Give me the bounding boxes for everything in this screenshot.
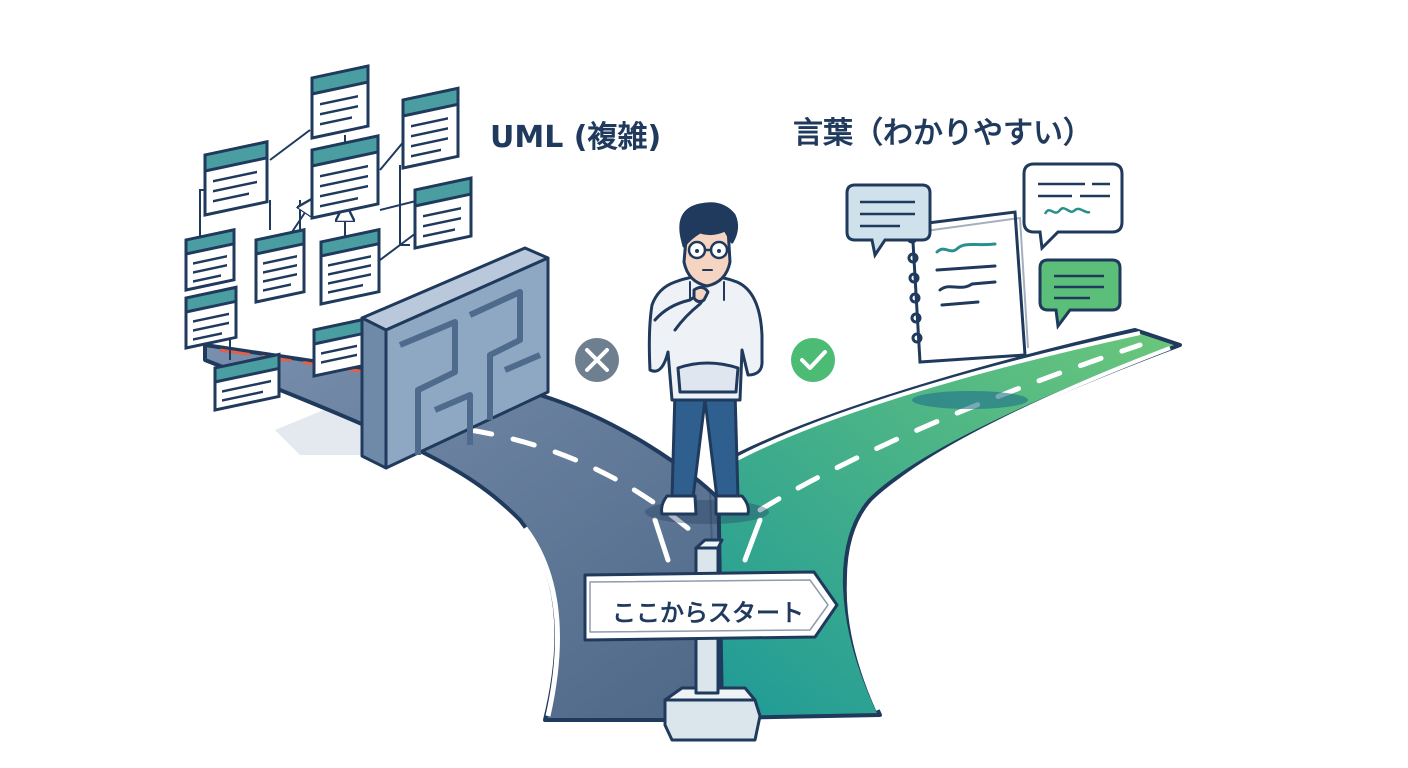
signpost: [583, 538, 839, 742]
words-label: 言葉（わかりやすい）: [793, 116, 1093, 151]
center-dashes: [652, 517, 763, 563]
uml-card: [254, 227, 306, 304]
check-circle-icon: [791, 338, 835, 382]
uml-card: [310, 64, 370, 140]
uml-card: [184, 285, 238, 350]
speech-bubble-icon: [845, 183, 932, 259]
person-figure: [645, 202, 769, 524]
uml-card: [310, 134, 380, 220]
uml-card: [203, 140, 269, 217]
notebook-shadow: [912, 391, 1028, 409]
uml-card: [319, 227, 381, 306]
uml-card: [413, 176, 473, 250]
maze-wall: [360, 246, 550, 470]
uml-card: [184, 227, 236, 292]
notebook-icon: [906, 210, 1029, 364]
speech-bubble-icon: [1038, 258, 1122, 330]
uml-label: UML (複雑): [490, 120, 662, 155]
uml-card: [401, 86, 460, 170]
uml-card: [213, 352, 281, 412]
speech-bubble-icon: [1022, 162, 1124, 252]
sign-text: ここからスタート: [612, 598, 804, 627]
right-road: [716, 328, 1182, 720]
x-circle-icon: [575, 338, 619, 382]
uml-card: [312, 317, 366, 378]
